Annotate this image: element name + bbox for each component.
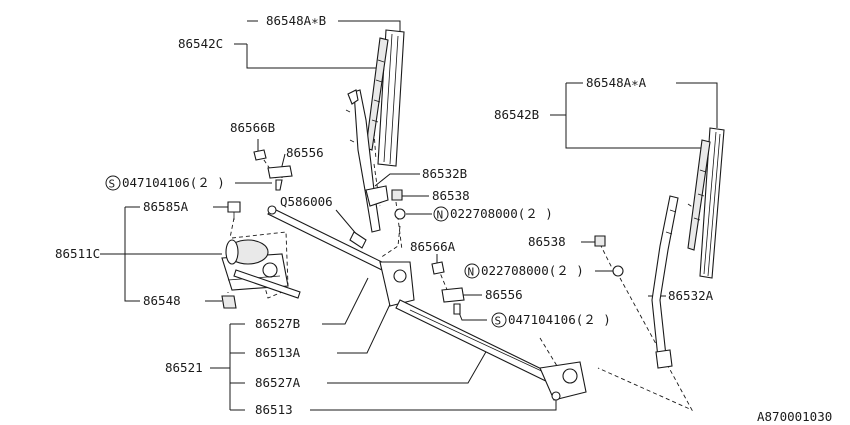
label-86532a: 86532A (668, 288, 714, 303)
label-86542c: 86542C (178, 36, 223, 51)
label-86532b: 86532B (422, 166, 467, 181)
s-symbol-right (491, 312, 507, 328)
label-86556-top: 86556 (286, 145, 324, 160)
label-86521: 86521 (165, 360, 203, 375)
label-n022708000-right: 022708000(２ ) (481, 263, 584, 278)
label-86566b: 86566B (230, 120, 275, 135)
n-symbol-right (464, 263, 480, 279)
s-symbol-top-letter: S (109, 178, 116, 191)
s-symbol-right-letter: S (495, 315, 502, 328)
label-q586006: Q586006 (280, 194, 333, 209)
label-86548: 86548 (143, 293, 181, 308)
label-86542b: 86542B (494, 107, 539, 122)
wiper-blade-right (687, 127, 725, 279)
label-86585a: 86585A (143, 199, 189, 214)
label-86513a: 86513A (255, 345, 301, 360)
n-symbol-top-letter: N (437, 209, 444, 222)
label-86538-top: 86538 (432, 188, 470, 203)
label-86527a: 86527A (255, 375, 301, 390)
label-86513: 86513 (255, 402, 293, 417)
wiper-blade-left (365, 29, 405, 167)
wiper-arm-right (651, 195, 679, 369)
s-symbol-top (105, 175, 121, 191)
label-86527b: 86527B (255, 316, 300, 331)
label-86556-right: 86556 (485, 287, 523, 302)
label-86548a-a: 86548A∗A (586, 75, 647, 90)
label-86511c: 86511C (55, 246, 100, 261)
part-labels: 86548A∗B 86542C 86548A∗A 86542B 86566B 8… (55, 13, 832, 424)
n-symbol-top (433, 206, 449, 222)
label-86548a-b: 86548A∗B (266, 13, 326, 28)
label-n022708000-top: 022708000(２ ) (450, 206, 553, 221)
n-symbol-right-letter: N (468, 266, 475, 279)
wiper-linkage (233, 205, 587, 401)
wiper-motor (221, 239, 289, 291)
label-86566a: 86566A (410, 239, 456, 254)
label-s047104106-right: 047104106(２ ) (508, 312, 611, 327)
label-86538-right: 86538 (528, 234, 566, 249)
wiper-arm-left (345, 89, 389, 233)
hardware-fasteners (221, 149, 624, 315)
diagram-reference-id: A870001030 (757, 409, 832, 424)
label-s047104106-top: 047104106(２ ) (122, 175, 225, 190)
